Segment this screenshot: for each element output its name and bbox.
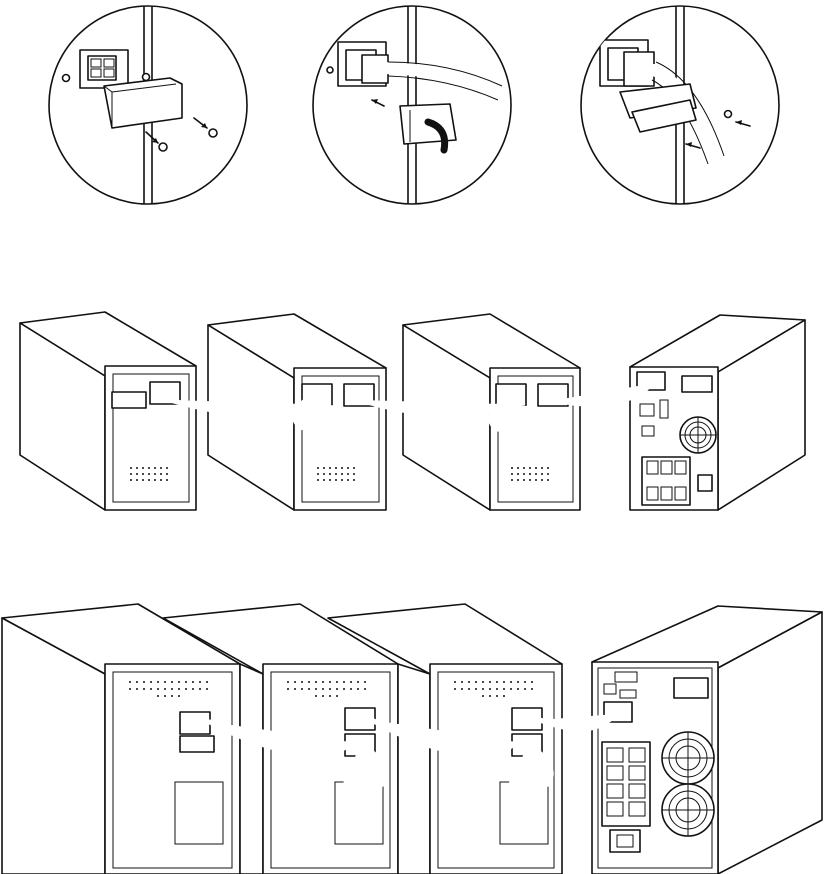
ups-unit: [629, 314, 806, 511]
battery-connector: [511, 707, 543, 731]
battery-pack-unit: [1, 603, 241, 874]
battery-cable: [537, 711, 619, 732]
battery-connector: [179, 711, 211, 735]
screw-icon: [141, 72, 151, 82]
battery-pack-unit: [19, 311, 197, 511]
detail-circle-3: [580, 5, 780, 205]
battery-cable: [292, 397, 359, 433]
vent-grille: [511, 467, 549, 481]
detail-circle-2: [312, 5, 512, 205]
fan-icon: [661, 731, 715, 785]
screw-icon: [61, 73, 71, 83]
screw-icon: [208, 128, 218, 138]
fan-icon: [679, 416, 717, 454]
vent-grille: [130, 467, 168, 481]
screw-icon: [723, 109, 733, 119]
detail-circle-1: [48, 5, 248, 205]
outlet-panel: [641, 456, 713, 506]
battery-pack-unit: [327, 603, 563, 874]
row-large-ups-with-battery-packs: [1, 603, 823, 874]
battery-cable: [207, 719, 353, 757]
screw-icon: [326, 66, 334, 74]
battery-cable: [502, 743, 554, 795]
vent-grille: [454, 681, 533, 697]
vent-grille: [287, 681, 366, 697]
vent-grille: [129, 681, 208, 697]
vent-grille: [317, 467, 355, 481]
fan-icon: [661, 783, 715, 837]
outlet-panel: [601, 741, 651, 853]
battery-cable: [553, 381, 653, 407]
battery-pack-unit: [162, 603, 399, 874]
battery-cable: [488, 399, 555, 434]
battery-cable: [337, 743, 389, 795]
battery-cable: [369, 717, 519, 757]
screw-icon: [158, 142, 168, 152]
ups-unit: [591, 605, 823, 874]
row-small-ups-with-battery-packs: [19, 311, 806, 511]
